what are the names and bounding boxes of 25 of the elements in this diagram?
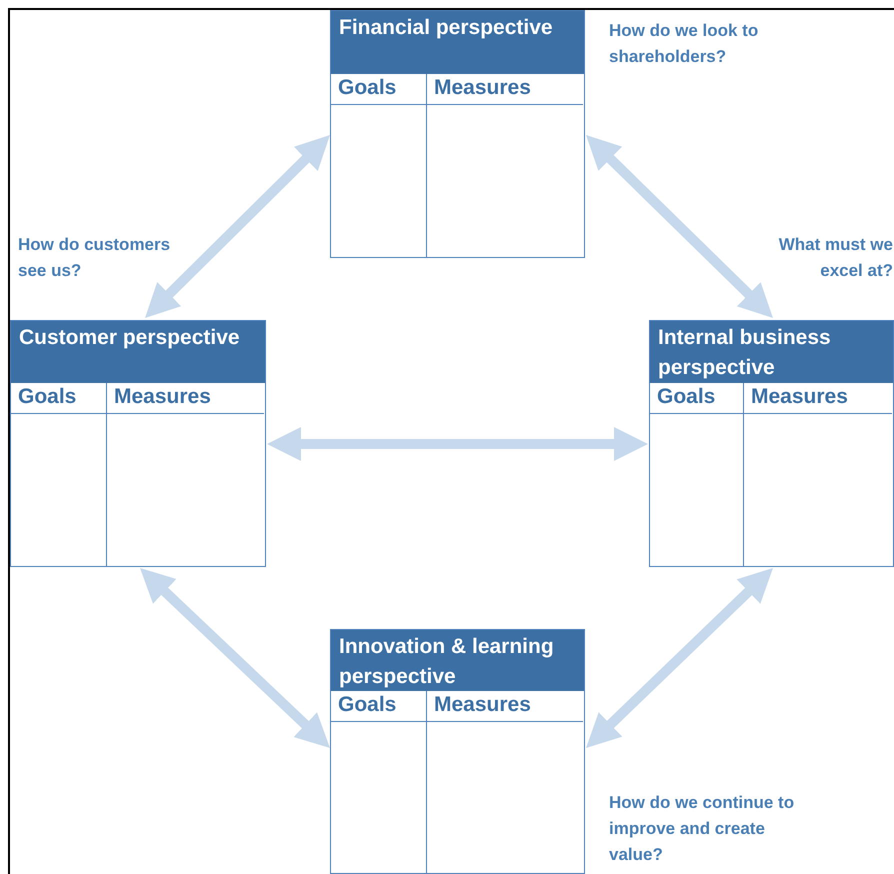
scorecard-table (10, 320, 266, 567)
column-header: Measures (107, 383, 264, 414)
perspective-title: Financial perspective (331, 11, 584, 74)
double-arrow (267, 427, 648, 461)
column-header: Goals (331, 691, 427, 722)
double-arrow (586, 135, 773, 318)
perspective-title: Internal business perspective (650, 321, 893, 383)
scorecard-table (649, 320, 894, 567)
scorecard-table (330, 10, 585, 258)
column-header: Measures (427, 691, 583, 722)
double-arrow (586, 568, 773, 748)
double-arrow (140, 568, 330, 748)
perspective-title: Customer perspective (11, 321, 265, 383)
column-header: Measures (744, 383, 892, 414)
perspective-question: How do customers see us? (18, 234, 172, 282)
column-header: Goals (11, 383, 107, 414)
double-arrow (145, 135, 330, 318)
perspective-question: What must we excel at? (778, 234, 893, 282)
perspective-title: Innovation & learning perspective (331, 630, 584, 691)
column-header: Goals (331, 74, 427, 105)
scorecard-table (330, 629, 585, 874)
column-header: Goals (650, 383, 744, 414)
perspective-question: How do we continue to improve and create value? (609, 792, 796, 866)
perspective-question: How do we look to shareholders? (609, 20, 760, 68)
column-header: Measures (427, 74, 583, 105)
